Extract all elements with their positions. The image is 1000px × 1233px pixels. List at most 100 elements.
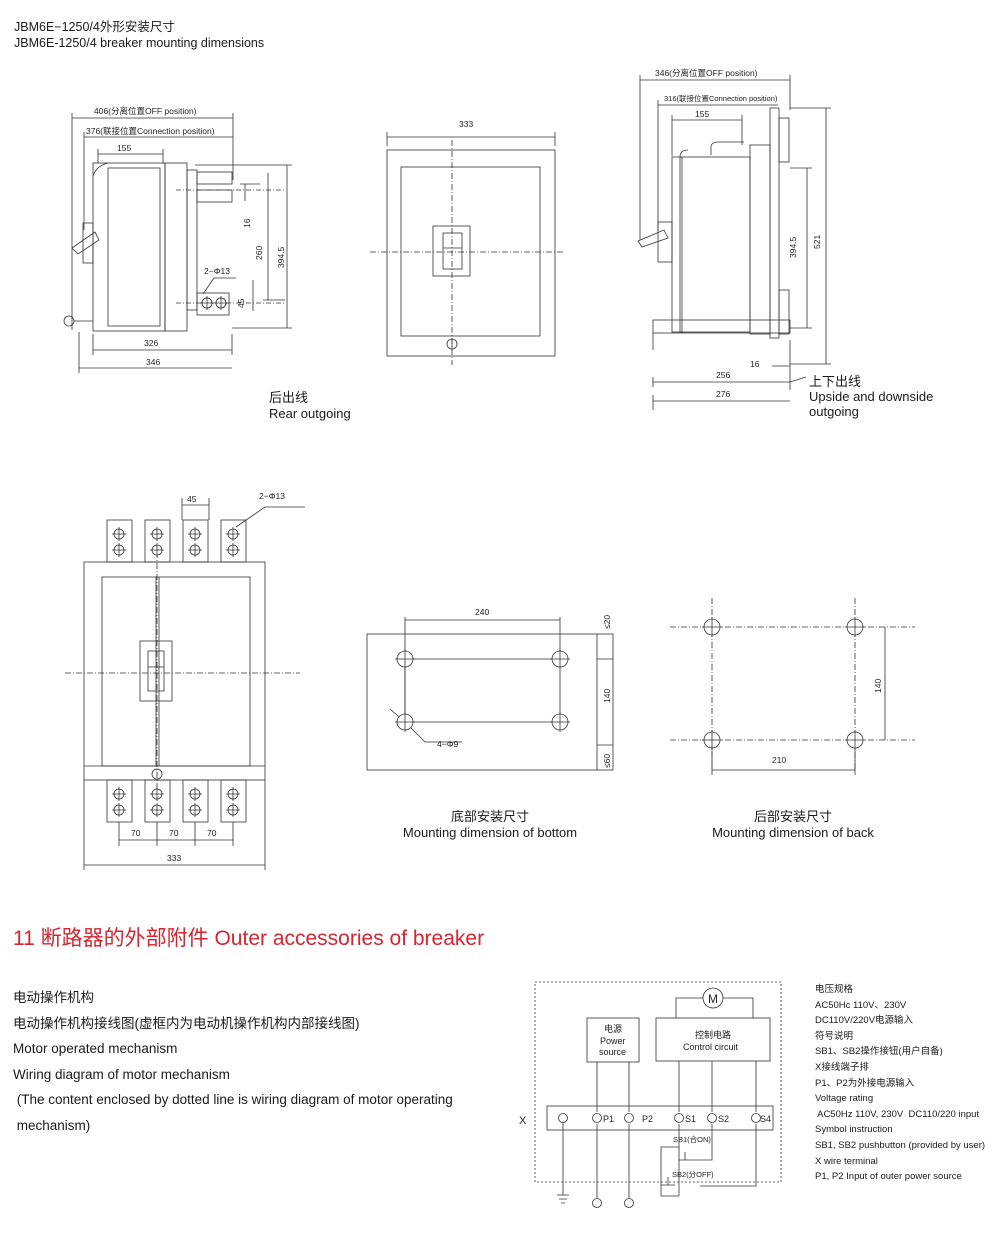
terminal-hole-cross — [226, 527, 240, 541]
bottom-mounting-hole-cross — [550, 649, 570, 669]
caption-rear-en: Rear outgoing — [269, 406, 351, 421]
caption-updown-cn: 上下出线 — [809, 374, 862, 389]
dim-20: ≤20 — [602, 615, 612, 629]
terminal-hole-cross — [150, 787, 164, 801]
caption-bottom-cn: 底部安装尺寸 — [450, 809, 529, 824]
motor-description: 电动操作机构 电动操作机构接线图(虚框内为电动机操作机构内部接线图) Motor… — [13, 985, 453, 1138]
terminal-p1: P1 — [603, 1114, 614, 1124]
dim-140b: 140 — [873, 679, 883, 693]
dim-406: 406(分离位置OFF position) — [94, 106, 197, 116]
back-mounting-hole-cross — [845, 617, 865, 637]
legend-line: DC110V/220V电源输入 — [815, 1015, 914, 1027]
dim-70b: 70 — [169, 828, 179, 838]
legend-line: AC50Hc 110V、230V — [815, 999, 907, 1011]
terminal-hole-cross — [112, 527, 126, 541]
legend-line: Symbol instruction — [815, 1124, 893, 1136]
wiring-legend: 电压规格 AC50Hc 110V、230V DC110V/220V电源输入 符号… — [815, 982, 985, 1185]
legend-line: SB1, SB2 pushbutton (provided by user) — [815, 1139, 986, 1151]
terminal-s4: S4 — [760, 1114, 771, 1124]
terminal-hole-cross — [150, 527, 164, 541]
dim-333-bottom: 333 — [167, 853, 181, 863]
legend-line: X接线端子排 — [815, 1061, 869, 1073]
dim-256: 256 — [716, 370, 730, 380]
bottom-mounting-hole-cross — [550, 712, 570, 732]
dim-140: 140 — [602, 689, 612, 703]
power-source-en2: source — [599, 1047, 626, 1057]
motor-line: mechanism) — [13, 1117, 91, 1133]
bottom-mounting-view — [366, 617, 614, 771]
page-title-en: JBM6E-1250/4 breaker mounting dimensions — [14, 36, 265, 50]
legend-line: X wire terminal — [815, 1155, 878, 1167]
dim-326: 326 — [144, 338, 158, 348]
dim-70c: 70 — [207, 828, 217, 838]
terminal-s1: S1 — [685, 1114, 696, 1124]
wiring-diagram — [534, 981, 782, 1204]
terminal-hole-cross — [188, 787, 202, 801]
caption-back-cn: 后部安装尺寸 — [753, 809, 832, 824]
legend-line: P1、P2为外接电源输入 — [815, 1077, 915, 1089]
dim-16: 16 — [242, 218, 252, 228]
terminal-p2: P2 — [642, 1114, 653, 1124]
terminal-hole-cross — [188, 543, 202, 557]
dim-346off: 346(分离位置OFF position) — [655, 68, 758, 78]
updown-side-view — [637, 75, 831, 410]
caption-back-en: Mounting dimension of back — [712, 825, 874, 840]
control-circuit-cn: 控制电路 — [695, 1029, 731, 1040]
power-source-en1: Power — [600, 1036, 626, 1046]
terminal-hole-cross — [226, 803, 240, 817]
mounting-holes — [112, 296, 865, 817]
dim-60: ≤60 — [602, 754, 612, 768]
dim-2phi13: 2−Φ13 — [204, 266, 230, 276]
dim-376: 376(联接位置Connection position) — [86, 126, 215, 136]
dim-45b: 45 — [187, 494, 197, 504]
rear-outgoing-side-view — [63, 113, 292, 373]
caption-updown-en2: outgoing — [809, 404, 859, 419]
wiring-terminals — [558, 987, 761, 1208]
motor-circle — [702, 987, 724, 1009]
sb1-label: SB1(合ON) — [673, 1134, 711, 1144]
back-mounting-hole-cross — [702, 730, 722, 750]
dim-70a: 70 — [131, 828, 141, 838]
power-source-cn: 电源 — [604, 1023, 622, 1034]
sb2-label: SB2(分OFF) — [672, 1170, 714, 1179]
front-view — [370, 132, 565, 365]
dim-45: 45 — [236, 298, 246, 308]
terminal-hole-cross — [150, 803, 164, 817]
rear-hole-cross — [214, 296, 228, 310]
terminal-hole-cross — [188, 803, 202, 817]
dimension-labels: 406(分离位置OFF position) 376(联接位置Connection… — [86, 68, 883, 863]
motor-line: Wiring diagram of motor mechanism — [13, 1066, 230, 1082]
dim-346: 346 — [146, 357, 160, 367]
terminal-hole-cross — [150, 543, 164, 557]
terminal-hole-cross — [226, 787, 240, 801]
dim-4phi9: 4−Φ9 — [437, 739, 458, 749]
dim-3945b: 394.5 — [788, 236, 798, 258]
terminal-hole-cross — [112, 803, 126, 817]
back-mounting-hole-cross — [702, 617, 722, 637]
section-title: 11 断路器的外部附件 Outer accessories of breaker — [13, 927, 485, 950]
wiring-labels: M 电源 Power source 控制电路 Control circuit X… — [519, 992, 771, 1179]
bottom-mounting-hole-cross — [395, 712, 415, 732]
back-mounting-hole-cross — [845, 730, 865, 750]
motor-line: 电动操作机构接线图(虚框内为电动机操作机构内部接线图) — [13, 1015, 360, 1031]
dim-155b: 155 — [695, 109, 709, 119]
motor-line: (The content enclosed by dotted line is … — [13, 1092, 453, 1107]
bottom-mounting-hole-cross — [395, 649, 415, 669]
x-terminal-label: X — [519, 1115, 527, 1127]
terminal-hole-cross — [188, 527, 202, 541]
terminal-front-view — [65, 498, 305, 870]
dim-16b: 16 — [750, 359, 760, 369]
motor-line: Motor operated mechanism — [13, 1041, 178, 1056]
terminal-hole-cross — [112, 787, 126, 801]
page-title-cn: JBM6E−1250/4外形安装尺寸 — [14, 20, 175, 34]
caption-bottom-en: Mounting dimension of bottom — [402, 825, 578, 840]
caption-updown-en1: Upside and downside — [809, 389, 934, 404]
legend-line: 符号说明 — [815, 1030, 854, 1042]
dim-3945: 394.5 — [276, 246, 286, 268]
control-circuit-en: Control circuit — [683, 1042, 739, 1052]
dim-155: 155 — [117, 143, 131, 153]
legend-line: AC50Hz 110V, 230V DC110/220 input — [815, 1108, 980, 1120]
dim-210: 210 — [772, 755, 786, 765]
legend-line: P1, P2 Input of outer power source — [815, 1171, 962, 1183]
